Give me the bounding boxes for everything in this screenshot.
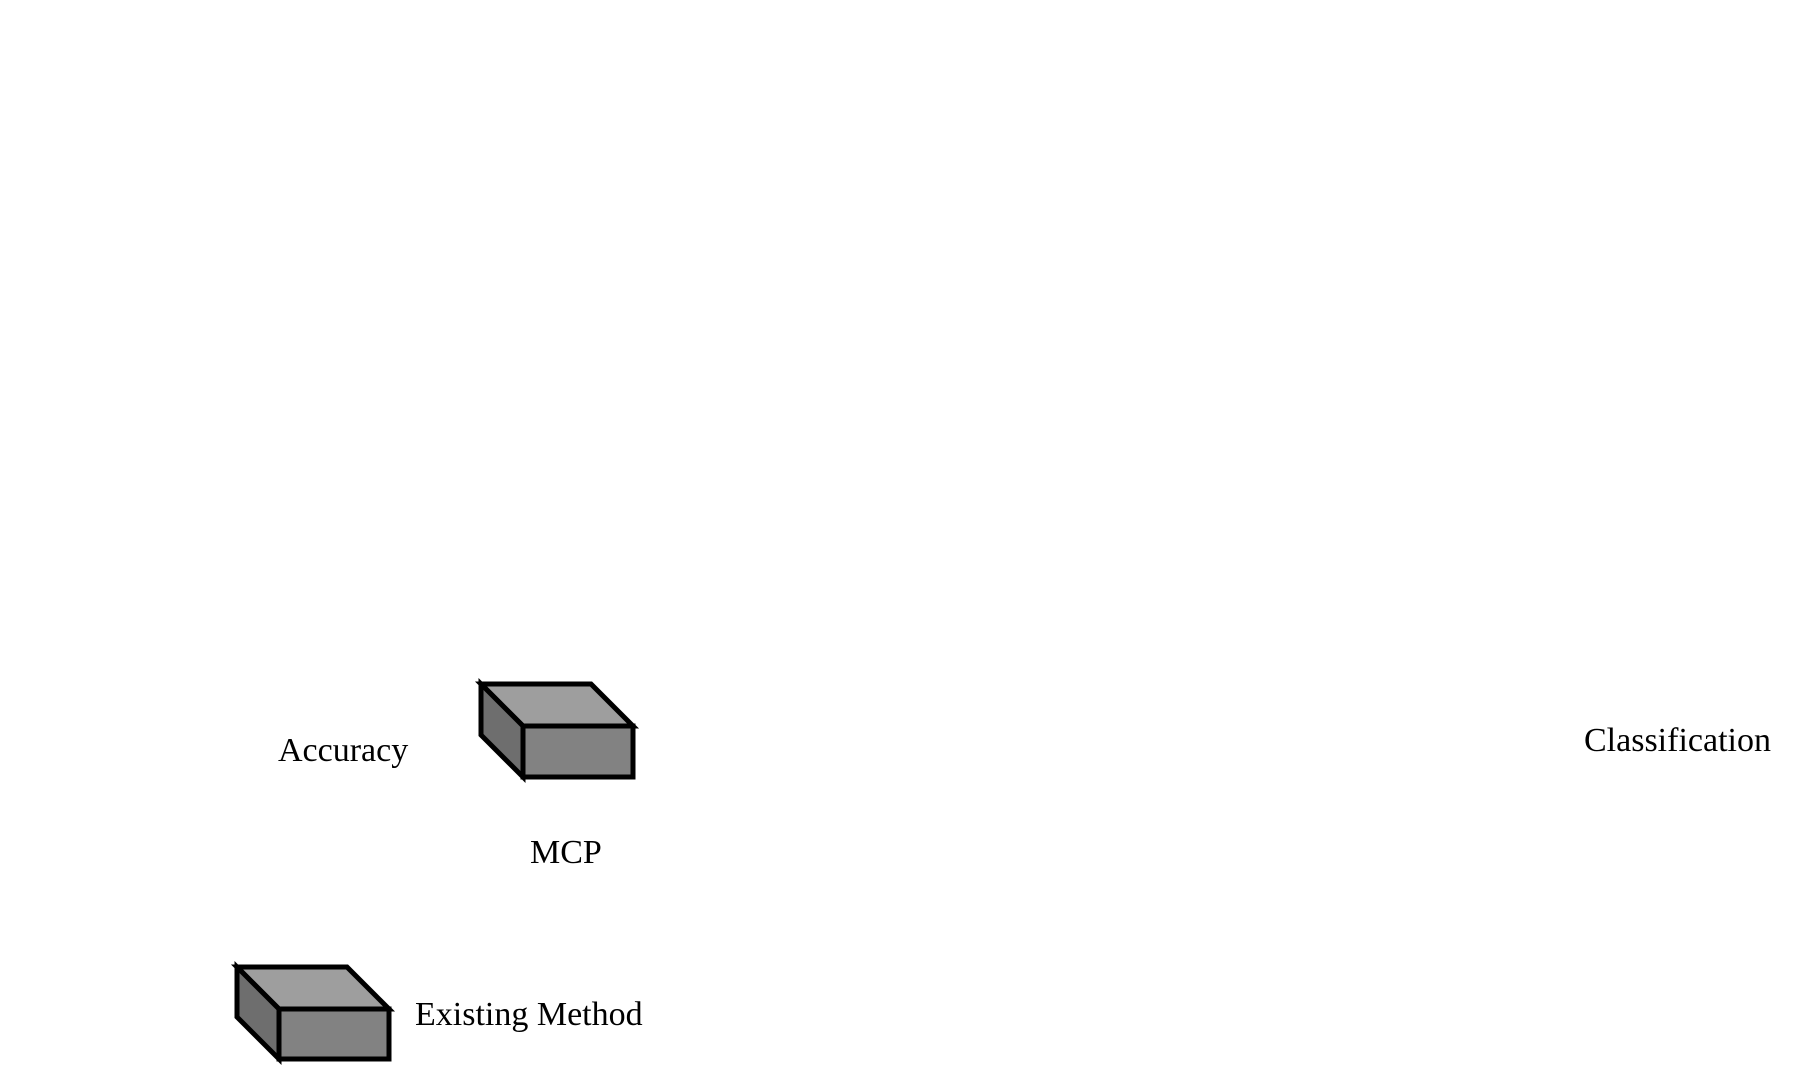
accuracy-label: Accuracy xyxy=(278,732,409,769)
mcp-label: MCP xyxy=(530,834,602,871)
existing-method-box-icon xyxy=(230,960,396,1066)
classification-label: Classification xyxy=(1584,722,1771,759)
existing-method-label: Existing Method xyxy=(415,996,643,1033)
mcp-box-icon xyxy=(474,677,640,784)
mcp-box-front xyxy=(520,723,636,780)
existing-method-box-front xyxy=(276,1006,392,1062)
